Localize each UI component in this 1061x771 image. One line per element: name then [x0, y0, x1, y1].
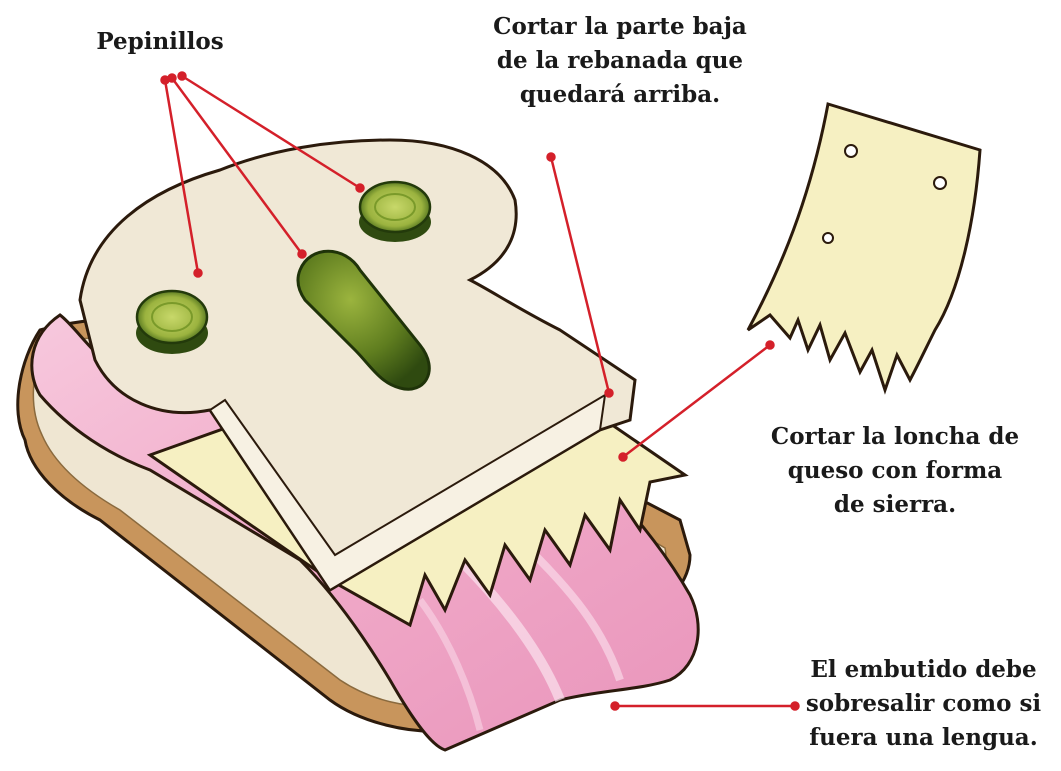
leader-line-bread — [549, 156, 611, 394]
pickle-slice-top — [358, 180, 432, 242]
loose-cheese-slice — [746, 102, 982, 395]
label-meat-tongue-line-1: El embutido debe — [810, 656, 1037, 683]
label-pickles: Pepinillos — [60, 25, 260, 59]
label-pickles-text: Pepinillos — [96, 28, 224, 55]
whole-pickle — [296, 249, 431, 391]
label-bread-cut-line-1: Cortar la parte baja — [493, 13, 747, 40]
label-cheese-cut: Cortar la loncha de queso con forma de s… — [750, 420, 1040, 522]
label-cheese-cut-line-2: queso con forma — [787, 457, 1003, 484]
label-cheese-cut-line-1: Cortar la loncha de — [770, 423, 1020, 450]
label-meat-tongue-line-3: fuera una lengua. — [809, 724, 1038, 751]
leader-line-pickle-left — [163, 79, 200, 274]
label-bread-cut-line-2: de la rebanada que — [496, 47, 744, 74]
label-cheese-cut-line-3: de sierra. — [833, 491, 957, 518]
top-bread-slice — [78, 138, 637, 593]
label-bread-cut-line-3: quedará arriba. — [519, 81, 721, 108]
label-meat-tongue-line-2: sobresalir como si — [805, 690, 1042, 717]
leader-line-pickle-whole — [170, 77, 304, 255]
label-bread-cut: Cortar la parte baja de la rebanada que … — [470, 10, 770, 112]
leader-lines — [160, 71, 800, 711]
pickle-slice-left — [135, 289, 209, 354]
leader-line-cheese — [622, 344, 771, 458]
label-meat-tongue: El embutido debe sobresalir como si fuer… — [791, 653, 1056, 755]
leader-line-pickle-top — [181, 74, 361, 190]
